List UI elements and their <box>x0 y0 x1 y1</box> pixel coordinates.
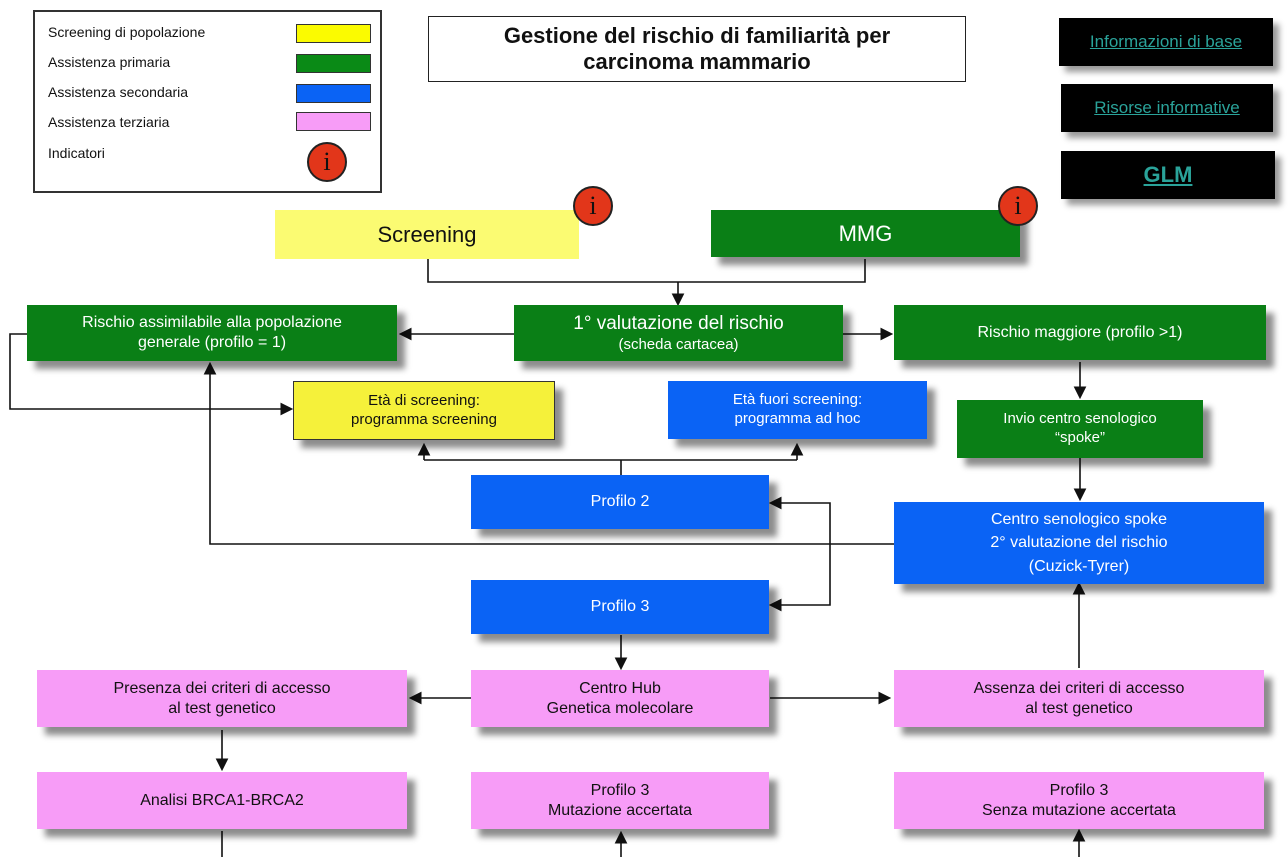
legend-swatch-screening <box>296 24 371 43</box>
info-icon-mmg[interactable]: i <box>998 186 1038 226</box>
node-valutazione-1: 1° valutazione del rischio (scheda carta… <box>514 305 843 361</box>
node-analisi-brca: Analisi BRCA1-BRCA2 <box>37 772 407 829</box>
node-rischio-maggiore: Rischio maggiore (profilo >1) <box>894 305 1266 360</box>
node-centro-hub-line-2: Genetica molecolare <box>546 699 694 717</box>
legend-label-indicatori: Indicatori <box>48 145 105 161</box>
node-profilo-3-senza-mutazione: Profilo 3 Senza mutazione accertata <box>894 772 1264 829</box>
node-analisi-brca-label: Analisi BRCA1-BRCA2 <box>140 791 304 809</box>
glm-link[interactable]: GLM <box>1143 162 1193 187</box>
node-rischio-popolazione-line-2: generale (profilo = 1) <box>137 334 287 351</box>
node-eta-fuori-screening-line-2: programma ad hoc <box>734 410 861 427</box>
node-presenza-criteri-line-2: al test genetico <box>168 699 276 717</box>
node-profilo-3-mutazione-line-1: Profilo 3 <box>590 781 650 799</box>
info-base-link[interactable]: Informazioni di base <box>1089 32 1243 51</box>
node-presenza-criteri: Presenza dei criteri di accesso al test … <box>37 670 407 727</box>
node-centro-spoke-line-1: Centro senologico spoke <box>990 511 1168 529</box>
node-centro-hub: Centro Hub Genetica molecolare <box>471 670 769 727</box>
info-icon-screening[interactable]: i <box>573 186 613 226</box>
node-presenza-criteri-line-1: Presenza dei criteri di accesso <box>113 679 331 697</box>
node-invio-spoke: Invio centro senologico “spoke” <box>957 400 1203 458</box>
legend-swatch-terziaria <box>296 112 371 131</box>
legend-label-screening: Screening di popolazione <box>48 24 206 40</box>
node-centro-spoke-line-3: (Cuzick-Tyrer) <box>1028 557 1130 575</box>
node-eta-fuori-screening: Età fuori screening: programma ad hoc <box>668 381 927 439</box>
info-base-button[interactable]: Informazioni di base <box>1059 18 1273 66</box>
node-centro-spoke-line-2: 2° valutazione del rischio <box>990 534 1168 552</box>
node-mmg-label: MMG <box>838 220 893 246</box>
node-rischio-popolazione-line-1: Rischio assimilabile alla popolazione <box>82 314 342 331</box>
node-eta-fuori-screening-line-1: Età fuori screening: <box>732 391 863 409</box>
glm-button[interactable]: GLM <box>1061 151 1275 199</box>
legend: Screening di popolazione Assistenza prim… <box>33 10 382 193</box>
legend-label-terziaria: Assistenza terziaria <box>48 114 170 130</box>
node-centro-hub-line-1: Centro Hub <box>579 679 661 697</box>
node-profilo-2-label: Profilo 2 <box>590 493 650 510</box>
node-profilo-3-senza-mutazione-line-2: Senza mutazione accertata <box>982 801 1176 819</box>
info-icon: i <box>307 142 347 182</box>
node-profilo-3-mutazione-line-2: Mutazione accertata <box>547 801 693 819</box>
node-profilo-3: Profilo 3 <box>471 580 769 634</box>
node-eta-screening-line-2: programma screening <box>351 410 497 428</box>
page-title: Gestione del rischio di familiarità per … <box>428 16 966 82</box>
node-rischio-popolazione: Rischio assimilabile alla popolazione ge… <box>27 305 397 361</box>
node-valutazione-1-title: 1° valutazione del rischio <box>573 312 784 334</box>
node-eta-screening-line-1: Età di screening: <box>368 391 480 409</box>
node-assenza-criteri: Assenza dei criteri di accesso al test g… <box>894 670 1264 727</box>
title-line-2: carcinoma mammario <box>583 49 811 74</box>
node-screening: Screening <box>275 210 579 259</box>
node-centro-spoke: Centro senologico spoke 2° valutazione d… <box>894 502 1264 584</box>
node-invio-spoke-line-2: “spoke” <box>1054 429 1106 446</box>
legend-label-primaria: Assistenza primaria <box>48 54 171 70</box>
node-rischio-maggiore-label: Rischio maggiore (profilo >1) <box>977 323 1183 341</box>
node-invio-spoke-line-1: Invio centro senologico <box>1003 410 1157 428</box>
node-profilo-3-mutazione: Profilo 3 Mutazione accertata <box>471 772 769 829</box>
node-profilo-2: Profilo 2 <box>471 475 769 529</box>
node-valutazione-1-sub: (scheda cartacea) <box>618 335 739 353</box>
risorse-link[interactable]: Risorse informative <box>1094 98 1240 117</box>
title-line-1: Gestione del rischio di familiarità per <box>503 22 891 48</box>
node-profilo-3-senza-mutazione-line-1: Profilo 3 <box>1049 781 1109 799</box>
risorse-button[interactable]: Risorse informative <box>1061 84 1273 132</box>
node-mmg: MMG <box>711 210 1020 257</box>
node-screening-label: Screening <box>377 221 477 247</box>
node-assenza-criteri-line-2: al test genetico <box>1025 699 1133 717</box>
node-assenza-criteri-line-1: Assenza dei criteri di accesso <box>973 679 1185 697</box>
node-eta-screening: Età di screening: programma screening <box>293 381 555 440</box>
node-profilo-3-label: Profilo 3 <box>590 598 650 615</box>
legend-swatch-secondaria <box>296 84 371 103</box>
legend-swatch-primaria <box>296 54 371 73</box>
legend-label-secondaria: Assistenza secondaria <box>48 84 189 100</box>
